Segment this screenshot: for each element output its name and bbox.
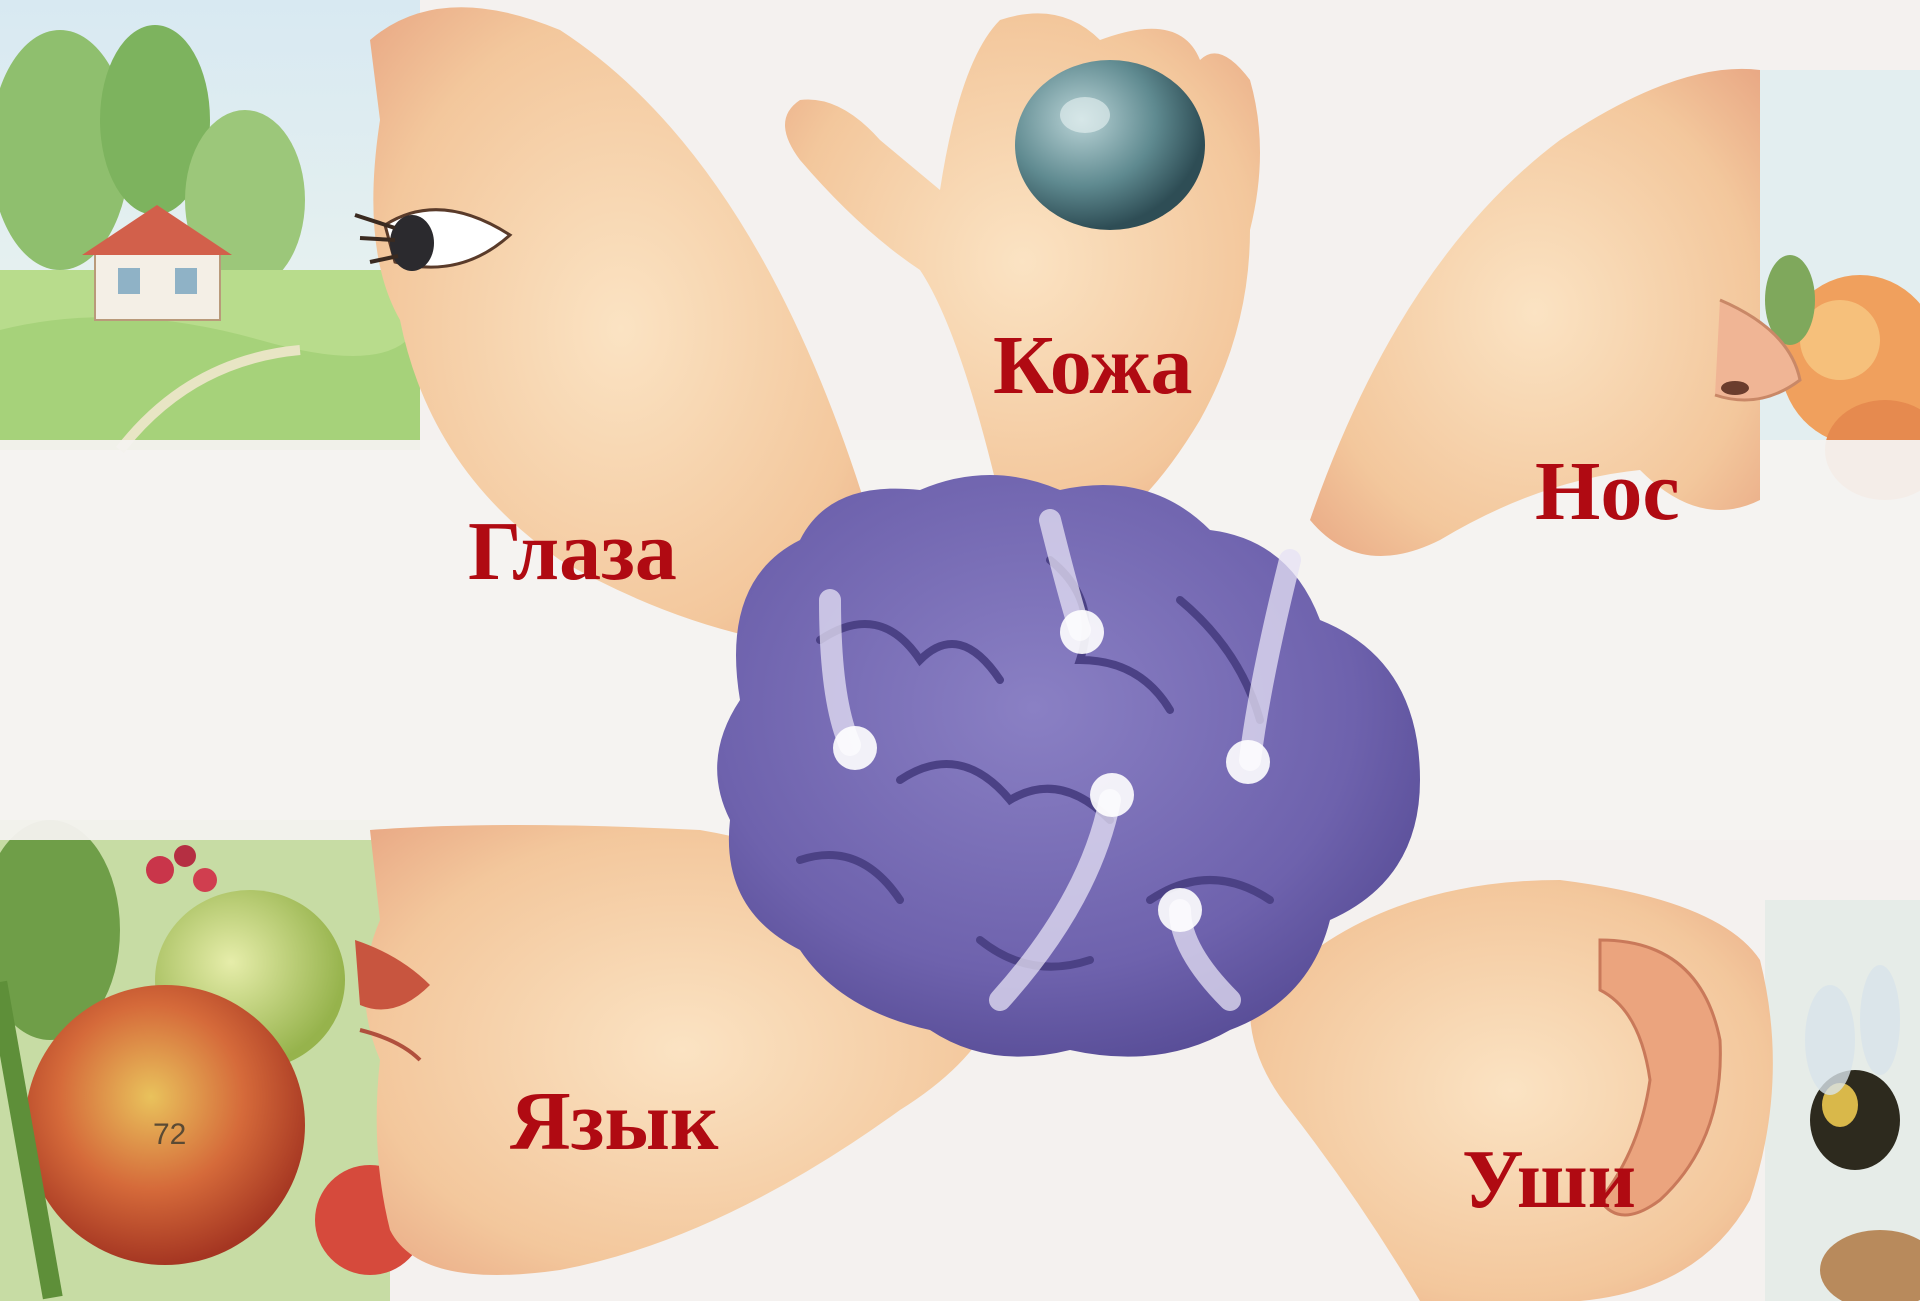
page-number: 72 <box>153 1120 186 1150</box>
landscape-scene <box>0 0 420 450</box>
glass-ball-icon <box>1015 60 1205 230</box>
insect-scene <box>1765 900 1920 1301</box>
label-nose: Нос <box>1535 450 1680 534</box>
label-skin: Кожа <box>993 324 1193 408</box>
label-eyes: Глаза <box>468 510 677 594</box>
label-tongue: Язык <box>510 1080 718 1164</box>
label-ears: Уши <box>1462 1138 1636 1222</box>
vegetables-scene <box>0 820 425 1301</box>
